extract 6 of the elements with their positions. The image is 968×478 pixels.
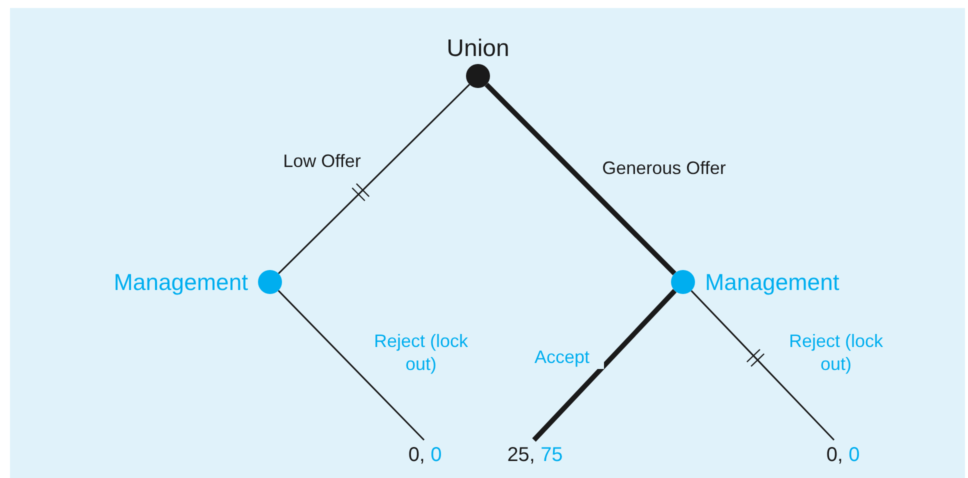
payoff-label: 25, 75 xyxy=(507,444,563,466)
player-label: Management xyxy=(114,269,248,295)
player-label: Union xyxy=(446,36,510,62)
payoff-label: 0, 0 xyxy=(826,444,860,466)
player-label: Management xyxy=(705,269,840,295)
payoff-label: 0, 0 xyxy=(408,444,442,466)
